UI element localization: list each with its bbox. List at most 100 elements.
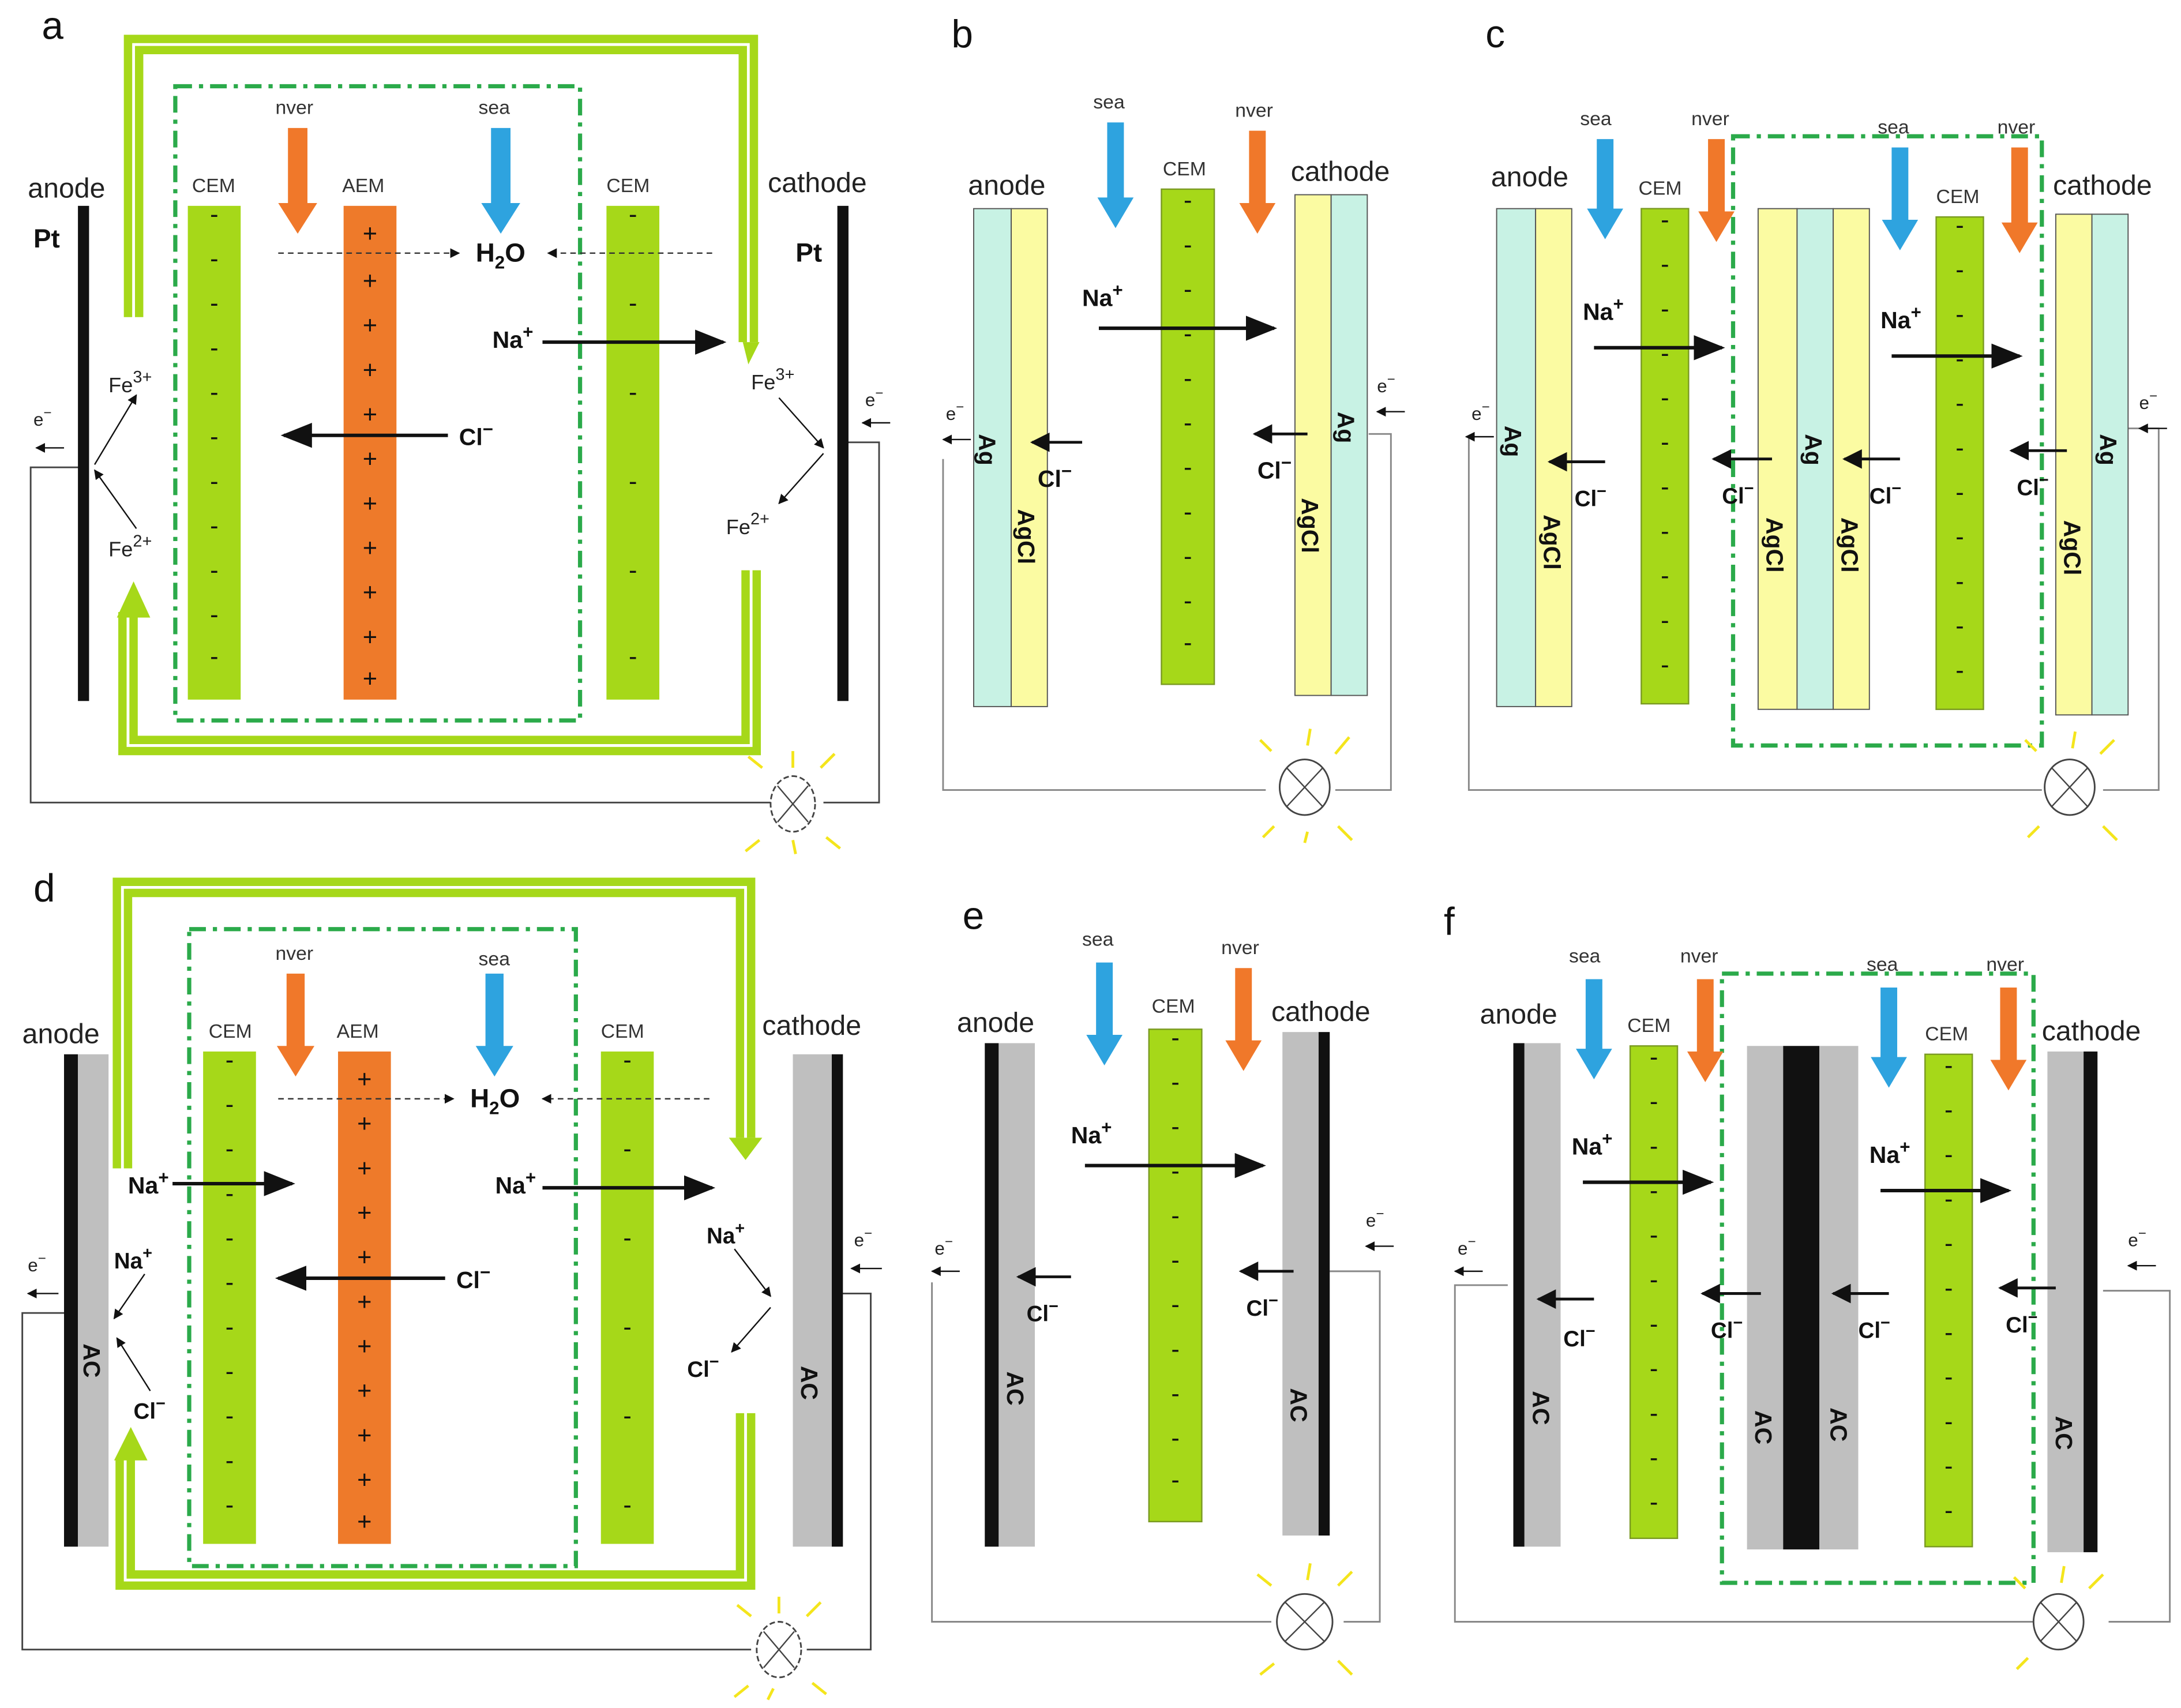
svg-text:+: +	[357, 1066, 371, 1094]
svg-text:-: -	[1184, 320, 1192, 348]
cem-membrane-a2	[606, 205, 660, 700]
svg-text:+: +	[363, 665, 377, 693]
svg-text:Cl−: Cl−	[1247, 1292, 1278, 1321]
svg-text:AC: AC	[1825, 1407, 1852, 1442]
svg-text:Na+: Na+	[1082, 280, 1123, 311]
svg-text:Cl−: Cl−	[1722, 479, 1754, 509]
panel-label-b: b	[951, 13, 973, 56]
svg-text:sea: sea	[1867, 954, 1898, 975]
svg-text:-: -	[1171, 1425, 1179, 1452]
panel-f: AC AC AC AC anode cathode CEM CEM - - - …	[1454, 945, 2171, 1671]
svg-text:-: -	[210, 334, 218, 362]
svg-text:-: -	[1171, 1247, 1179, 1274]
svg-text:-: -	[1184, 276, 1192, 303]
fe2-label-a-left: Fe2+	[108, 532, 152, 561]
svg-text:Na+: Na+	[1583, 294, 1624, 325]
cem-membrane-b	[1161, 188, 1215, 685]
svg-text:e−: e−	[1471, 400, 1490, 424]
svg-text:-: -	[1955, 479, 1964, 506]
svg-text:e−: e−	[1458, 1234, 1476, 1258]
pt-label-a-left: Pt	[33, 224, 60, 253]
fe3-label-a-right: Fe3+	[751, 365, 794, 394]
svg-text:-: -	[629, 290, 637, 317]
svg-text:Cl−: Cl−	[1038, 461, 1072, 492]
svg-text:+: +	[363, 445, 377, 473]
svg-text:-: -	[1184, 587, 1192, 615]
svg-text:-: -	[210, 201, 218, 228]
svg-text:Na+: Na+	[1071, 1117, 1112, 1148]
svg-text:sea: sea	[1580, 108, 1612, 130]
svg-text:-: -	[210, 245, 218, 273]
svg-text:-: -	[1171, 1113, 1179, 1141]
svg-text:-: -	[210, 512, 218, 540]
cathode-pt-a	[837, 205, 849, 701]
pt-label-a-right: Pt	[795, 238, 822, 267]
sea-label-d: sea	[479, 948, 510, 970]
svg-text:-: -	[1184, 498, 1192, 526]
external-circuit-e	[931, 1282, 1271, 1623]
light-bulb-icon	[1259, 729, 1353, 843]
svg-text:+: +	[357, 1377, 371, 1405]
panel-c: Ag AgCl AgCl Ag AgCl AgCl Ag anode catho…	[1465, 108, 2167, 842]
svg-text:CEM: CEM	[1627, 1015, 1671, 1037]
svg-text:-: -	[210, 643, 218, 671]
svg-text:sea: sea	[1082, 929, 1114, 951]
svg-text:-: -	[1171, 1068, 1179, 1096]
stack-boundary-d	[187, 927, 578, 1568]
panel-label-a: a	[42, 5, 63, 48]
svg-text:CEM: CEM	[1152, 995, 1195, 1017]
stack-boundary-c	[1730, 134, 2044, 748]
svg-text:e−: e−	[946, 400, 964, 424]
svg-text:-: -	[226, 1269, 234, 1297]
svg-text:+: +	[357, 1508, 371, 1536]
sea-inflow-arrow-d	[475, 973, 513, 1077]
stack-boundary-a	[173, 84, 583, 723]
svg-text:-: -	[226, 1091, 234, 1118]
external-circuit-c	[1467, 437, 2042, 791]
svg-text:-: -	[623, 1135, 631, 1163]
external-circuit-a	[29, 466, 771, 804]
svg-text:Cl−: Cl−	[2017, 471, 2048, 501]
svg-text:-: -	[623, 1046, 631, 1074]
external-circuit-d	[21, 1312, 752, 1651]
svg-text:AgCl: AgCl	[1837, 517, 1863, 573]
svg-text:-: -	[629, 378, 637, 406]
river-label-d: nver	[276, 943, 314, 964]
cl-label-d3: Cl−	[687, 1353, 719, 1382]
panel-b: Ag AgCl AgCl Ag anode cathode CEM - - - …	[942, 91, 1405, 843]
svg-text:+: +	[357, 1288, 371, 1316]
svg-text:Cl−: Cl−	[1870, 479, 1901, 509]
svg-text:-: -	[1650, 1266, 1658, 1294]
svg-text:Ag: Ag	[1333, 412, 1360, 444]
svg-text:-: -	[210, 423, 218, 451]
cathode-label-a: cathode	[768, 167, 867, 198]
panel-label-d: d	[33, 866, 55, 910]
svg-text:-: -	[1184, 231, 1192, 259]
svg-text:-: -	[210, 290, 218, 317]
svg-text:Na+: Na+	[1572, 1128, 1613, 1159]
svg-text:-: -	[1650, 1132, 1658, 1160]
svg-text:-: -	[226, 1447, 234, 1474]
svg-text:-: -	[1944, 1274, 1953, 1302]
aem-label-a: AEM	[342, 175, 384, 197]
svg-text:-: -	[1171, 1466, 1179, 1494]
svg-text:AC: AC	[2051, 1416, 2077, 1450]
river-label-b: nver	[1235, 100, 1273, 122]
svg-text:nver: nver	[1998, 116, 2036, 138]
svg-text:-: -	[226, 1135, 234, 1163]
svg-text:-: -	[1171, 1024, 1179, 1052]
svg-text:nver: nver	[1986, 954, 2024, 975]
svg-text:+: +	[357, 1333, 371, 1361]
panel-labels: a b c d e f	[33, 5, 1505, 944]
sea-label-a: sea	[479, 97, 510, 119]
svg-text:CEM: CEM	[1639, 178, 1682, 200]
svg-text:AgCl: AgCl	[2059, 520, 2085, 576]
electron-label-a-left: e−	[33, 405, 52, 429]
svg-text:Cl−: Cl−	[1257, 453, 1292, 484]
svg-text:-: -	[210, 468, 218, 495]
svg-text:-: -	[1661, 473, 1669, 501]
svg-text:-: -	[226, 1046, 234, 1074]
svg-text:Na+: Na+	[1870, 1137, 1910, 1168]
na-label-d1: Na+	[128, 1168, 169, 1199]
svg-text:AC: AC	[1750, 1410, 1777, 1444]
